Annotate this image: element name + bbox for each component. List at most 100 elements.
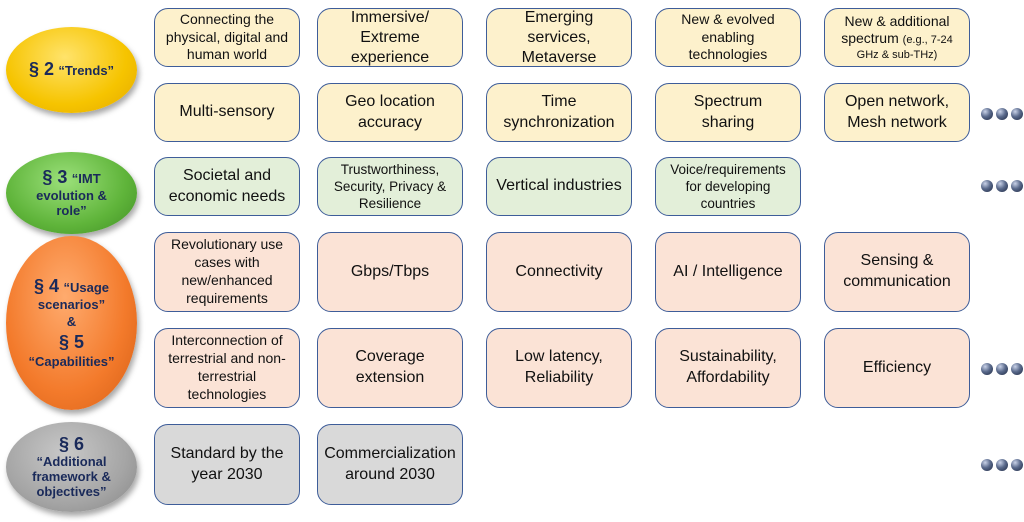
capability-box-efficiency: Efficiency xyxy=(824,328,970,408)
capability-box-ai-intelligence: AI / Intelligence xyxy=(655,232,801,312)
more-dots-icon xyxy=(981,363,1023,375)
box-text: New & evolved xyxy=(681,10,775,27)
box-text: synchronization xyxy=(503,113,615,131)
box-text: Connectivity xyxy=(515,262,603,280)
capability-box-gbps-tbps: Gbps/Tbps xyxy=(317,232,463,312)
section-number: § 2 xyxy=(28,59,54,80)
box-text: Affordability xyxy=(686,369,770,386)
box-text: new/enhanced xyxy=(181,272,273,288)
box-text: Societal and xyxy=(182,166,272,184)
section-caption: “Additional xyxy=(36,453,107,469)
box-text: Reliability xyxy=(524,369,594,386)
box-text: around 2030 xyxy=(345,465,435,483)
section-caption: framework & xyxy=(32,468,111,484)
box-text: Voice/requirements xyxy=(670,161,786,177)
section-caption: role” xyxy=(56,202,87,218)
box-text: for developing xyxy=(685,178,771,194)
box-text: Revolutionary use xyxy=(170,236,284,253)
box-text: Sensing & xyxy=(860,252,934,270)
box-text: Spectrum xyxy=(693,92,763,110)
box-text: Trustworthiness, xyxy=(340,161,440,177)
box-text: Immersive/ xyxy=(350,8,430,26)
section-trends-ellipse: § 2 “Trends” xyxy=(6,27,137,113)
box-text: Connecting the xyxy=(179,10,275,27)
box-text: Standard by the xyxy=(170,444,284,462)
section-caption: objectives” xyxy=(36,483,107,499)
section-ampersand: & xyxy=(66,313,77,329)
box-text: extension xyxy=(355,369,425,386)
box-text: AI / Intelligence xyxy=(673,262,783,280)
box-text: communication xyxy=(843,273,951,290)
section-caption: “IMT xyxy=(71,171,101,187)
box-text: cases with xyxy=(194,254,260,271)
section-usage-ellipse: § 4 “Usage scenarios” & § 5 “Capabilitie… xyxy=(6,236,137,410)
box-text: Interconnection of xyxy=(171,332,283,349)
section-additional-ellipse: § 6 “Additional framework & objectives” xyxy=(6,422,137,512)
box-text: Sustainability, xyxy=(679,348,777,366)
capability-box-sensing-communication: Sensing & communication xyxy=(824,232,970,312)
box-text: economic needs xyxy=(168,187,286,205)
trend-box-time-sync: Time synchronization xyxy=(486,83,632,142)
box-text: requirements xyxy=(186,289,268,306)
box-text: New & additional xyxy=(844,12,950,29)
box-text: technologies xyxy=(688,46,768,63)
box-text: Efficiency xyxy=(862,358,932,376)
section-number: § 5 xyxy=(58,331,85,352)
section-number: § 4 xyxy=(33,275,60,296)
box-note: (e.g., 7-24 xyxy=(902,34,953,47)
trend-box-open-network: Open network,Mesh network xyxy=(824,83,970,142)
imt-box-vertical-industries: Vertical industries xyxy=(486,157,632,216)
capability-box-low-latency: Low latency,Reliability xyxy=(486,328,632,408)
section-caption: scenarios” xyxy=(37,296,106,312)
box-text: sharing xyxy=(701,113,755,131)
box-text: terrestrial xyxy=(197,368,257,384)
box-text: countries xyxy=(700,196,756,212)
capability-box-connectivity: Connectivity xyxy=(486,232,632,312)
box-note: GHz & sub-THz) xyxy=(856,49,938,62)
box-text: Open network, xyxy=(844,92,950,110)
imt-box-trustworthiness: Trustworthiness,Security, Privacy & Resil… xyxy=(317,157,463,216)
box-text: Gbps/Tbps xyxy=(350,262,430,280)
section-caption: “Trends” xyxy=(58,63,115,79)
imt-box-societal-needs: Societal and economic needs xyxy=(154,157,300,216)
more-dots-icon xyxy=(981,180,1023,192)
more-dots-icon xyxy=(981,459,1023,471)
box-text: Time xyxy=(541,92,577,110)
box-text: human world xyxy=(186,46,268,63)
box-text: Extreme xyxy=(360,28,420,46)
section-caption: evolution & xyxy=(36,187,107,203)
box-text: physical, digital and xyxy=(165,28,289,45)
box-text: Vertical industries xyxy=(496,177,622,195)
box-text: Metaverse xyxy=(521,48,597,66)
box-text: Resilience xyxy=(358,196,422,212)
box-text: Security, Privacy & xyxy=(333,178,447,194)
box-text: Emerging xyxy=(524,8,594,26)
box-text: experience xyxy=(350,48,430,66)
trend-box-emerging-services: Emerging services, Metaverse xyxy=(486,8,632,67)
box-text: enabling xyxy=(701,28,755,45)
more-dots-icon xyxy=(981,108,1023,120)
trend-box-multi-sensory: Multi-sensory xyxy=(154,83,300,142)
box-text: services, xyxy=(527,28,591,46)
box-text: Multi-sensory xyxy=(179,103,275,121)
trend-box-geo-location: Geo location accuracy xyxy=(317,83,463,142)
section-number: § 6 xyxy=(58,434,85,455)
capability-box-sustainability: Sustainability, Affordability xyxy=(655,328,801,408)
box-text: Geo location xyxy=(345,92,435,110)
section-imt-ellipse: § 3 “IMT evolution & role” xyxy=(6,152,137,234)
box-text: accuracy xyxy=(357,113,423,131)
box-text: year 2030 xyxy=(191,465,263,483)
framework-box-standard-2030: Standard by the year 2030 xyxy=(154,424,300,505)
section-caption: “Usage xyxy=(63,279,109,295)
box-text: terrestrial and non- xyxy=(168,350,286,367)
box-text: technologies xyxy=(187,385,267,402)
section-number: § 3 xyxy=(42,167,68,188)
section-caption: “Capabilities” xyxy=(28,353,115,369)
